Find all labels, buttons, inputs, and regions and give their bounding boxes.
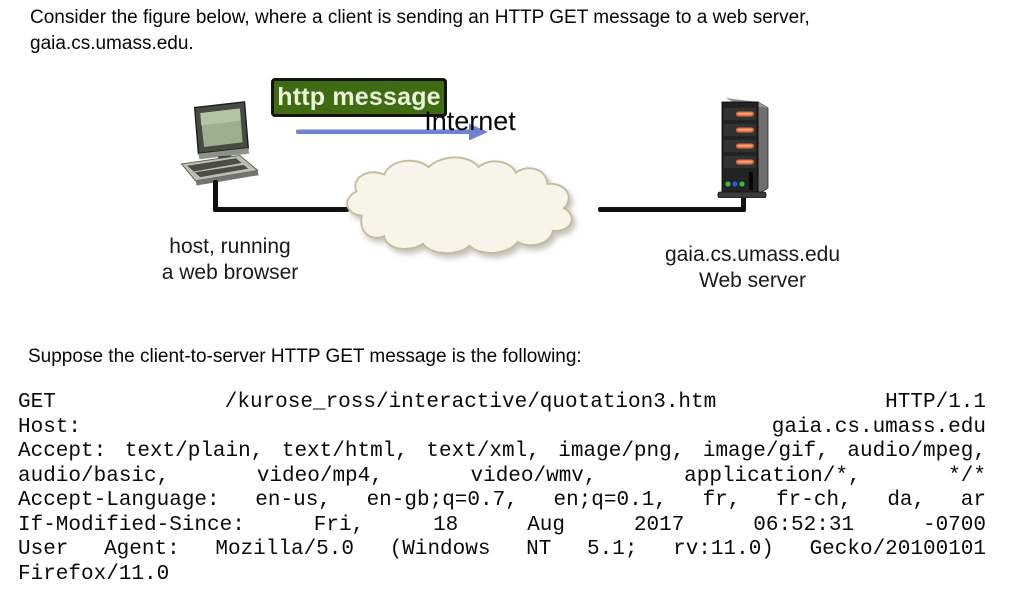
host-label-line-1: host, running xyxy=(169,235,291,258)
internet-cloud xyxy=(346,156,573,254)
arrow-right-icon xyxy=(296,123,488,141)
http-request-line: GET /kurose_ross/interactive/quotation3.… xyxy=(18,391,986,414)
http-user-agent-header-line-1: User Agent: Mozilla/5.0 (Windows NT 5.1;… xyxy=(18,538,986,561)
server-icon xyxy=(717,98,769,198)
intro-paragraph: Consider the figure below, where a clien… xyxy=(30,5,810,57)
http-get-message: GET /kurose_ross/interactive/quotation3.… xyxy=(18,391,986,587)
http-host-header: Host: gaia.cs.umass.edu xyxy=(18,415,986,439)
server-link-horizontal xyxy=(598,207,746,212)
host-label-line-2: a web browser xyxy=(161,261,299,284)
host-link-vertical xyxy=(213,180,218,212)
http-accept-header-line-1: Accept: text/plain, text/html, text/xml,… xyxy=(18,440,986,463)
host-link-horizontal xyxy=(213,207,349,212)
http-accept-language-header: Accept-Language: en-us, en-gb;q=0.7, en;… xyxy=(18,489,986,512)
intro-line-2: gaia.cs.umass.edu. xyxy=(30,33,194,54)
http-user-agent-header-line-2: Firefox/11.0 xyxy=(18,562,170,586)
internet-label: Internet xyxy=(424,106,516,136)
http-accept-header-line-2: audio/basic, video/mp4, video/wmv, appli… xyxy=(18,464,986,488)
network-diagram: http message Internet xyxy=(0,66,1024,311)
http-if-modified-since-header: If-Modified-Since: Fri, 18 Aug 2017 06:5… xyxy=(18,513,986,537)
intro-line-1: Consider the figure below, where a clien… xyxy=(30,7,810,28)
server-label-line-1: gaia.cs.umass.edu xyxy=(664,243,841,266)
desktop-computer-icon xyxy=(180,101,259,186)
server-label: gaia.cs.umass.edu Web server xyxy=(640,242,865,294)
http-message-label: http message xyxy=(271,78,447,117)
server-link-vertical xyxy=(741,186,746,212)
host-label: host, running a web browser xyxy=(120,234,340,286)
http-message-text: http message xyxy=(277,83,441,111)
prompt-sentence: Suppose the client-to-server HTTP GET me… xyxy=(28,346,582,367)
server-label-line-2: Web server xyxy=(699,269,806,292)
